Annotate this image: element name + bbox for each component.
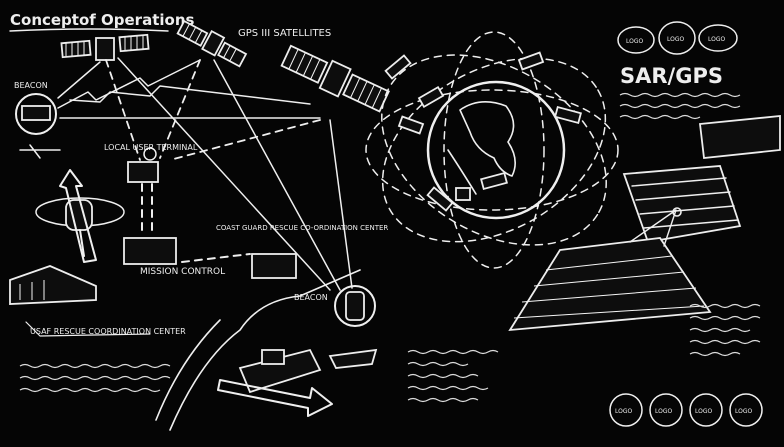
title-underline: [9, 28, 169, 32]
logo-badge-1: [617, 26, 655, 54]
logo-badge-2: [658, 21, 696, 55]
beacon-bottom-circle: [334, 285, 376, 327]
rescue-arrow-up: [59, 169, 97, 263]
beacon-top-label: BEACON: [14, 81, 48, 90]
ship-icon: [238, 348, 322, 394]
orbit-2: [381, 57, 607, 243]
logo-badge-6: [689, 393, 723, 427]
beacon-top-circle: [15, 93, 57, 135]
logo-text-4: LOGO: [615, 408, 633, 415]
earth-globe: [426, 80, 566, 220]
downlink-dashed-2: [159, 59, 201, 159]
coast-guard-label: COAST GUARD RESCUE CO-ORDINATION CENTER: [216, 224, 388, 232]
scribble-right-6: [689, 327, 751, 333]
scribble-right-3: [619, 114, 701, 120]
beacon-bottom-label: BEACON: [294, 293, 328, 302]
logo-badge-3: [698, 24, 738, 52]
gps-satellites-label: GPS III SATELLITES: [238, 28, 331, 39]
logo-text-7: LOGO: [735, 408, 753, 415]
scribble-center-1: [407, 349, 499, 355]
orbit-satellite-6: [480, 171, 508, 191]
orbit-4: [443, 31, 545, 269]
scribble-left-2: [19, 375, 171, 381]
ray-line-1: [117, 57, 331, 291]
beacon-top-device: [21, 105, 51, 121]
coast-guard-building: [251, 253, 297, 279]
ray-line-3: [329, 119, 353, 289]
orbit-satellite-1: [417, 85, 445, 109]
orbit-1: [365, 89, 619, 211]
logo-badge-5: [649, 393, 683, 427]
logo-row-bottom: LOGO LOGO LOGO LOGO: [609, 393, 763, 427]
orbit-satellite-7: [455, 187, 471, 201]
logo-text-6: LOGO: [695, 408, 713, 415]
downlink-dashed-1: [105, 59, 141, 161]
mission-control-label: MISSION CONTROL: [140, 267, 225, 277]
coastline: [169, 269, 361, 431]
coastline-inner: [155, 319, 221, 421]
ray-line-2: [213, 59, 341, 291]
logo-badge-7: [729, 393, 763, 427]
orbit-3: [381, 54, 607, 246]
beacon-bottom-device: [345, 291, 365, 321]
orbit-satellite-4: [517, 51, 545, 71]
local-user-terminal-box: [127, 161, 159, 183]
scribble-left-3: [19, 387, 161, 393]
logo-row-top: LOGO LOGO LOGO: [617, 21, 738, 55]
scribble-center-5: [407, 397, 479, 403]
scribble-center-4: [407, 385, 489, 391]
aircraft-icon: [19, 144, 61, 159]
mission-to-coastguard-link: [181, 253, 251, 263]
scribble-center-2: [407, 361, 469, 367]
small-boat-icon: [328, 348, 378, 369]
satellite-icon-right: [280, 44, 390, 113]
usaf-pointer: [25, 321, 151, 337]
sar-gps-title: SAR/GPS: [620, 64, 723, 88]
usaf-building: [9, 265, 97, 305]
scribble-right-2: [619, 103, 741, 109]
scribble-center-3: [407, 373, 479, 379]
scribble-right-7: [689, 339, 761, 345]
scribble-right-5: [689, 315, 761, 321]
scribble-right-4: [689, 303, 761, 309]
mission-control-building: [123, 237, 177, 265]
orbit-satellite-2: [384, 54, 412, 80]
uplink-arrow-1: [57, 61, 101, 99]
logo-text-1: LOGO: [626, 38, 644, 45]
downlink-dashed-3: [169, 119, 321, 161]
logo-text-3: LOGO: [708, 36, 726, 43]
scribble-right-8: [689, 351, 741, 357]
scribble-left-1: [19, 363, 171, 369]
usaf-label: USAF RESCUE COORDINATION CENTER: [30, 327, 186, 336]
logo-text-2: LOGO: [667, 36, 685, 43]
sar-satellite-detail: [508, 115, 781, 332]
satellite-icon-middle: [176, 19, 248, 68]
orbit-satellite-5: [554, 105, 582, 125]
rescue-arrow-right: [217, 379, 333, 417]
zigzag-signal-2: [69, 85, 311, 105]
orbit-satellite-3: [397, 115, 425, 135]
logo-badge-4: [609, 393, 643, 427]
diagram-title: Conceptof Operations: [10, 11, 194, 29]
zigzag-signal-1: [57, 59, 201, 109]
scribble-right-1: [619, 92, 741, 98]
orbit-satellite-8: [426, 186, 454, 212]
satellite-icon-left: [60, 33, 150, 61]
lut-dish-icon: [143, 147, 157, 161]
logo-text-5: LOGO: [655, 408, 673, 415]
